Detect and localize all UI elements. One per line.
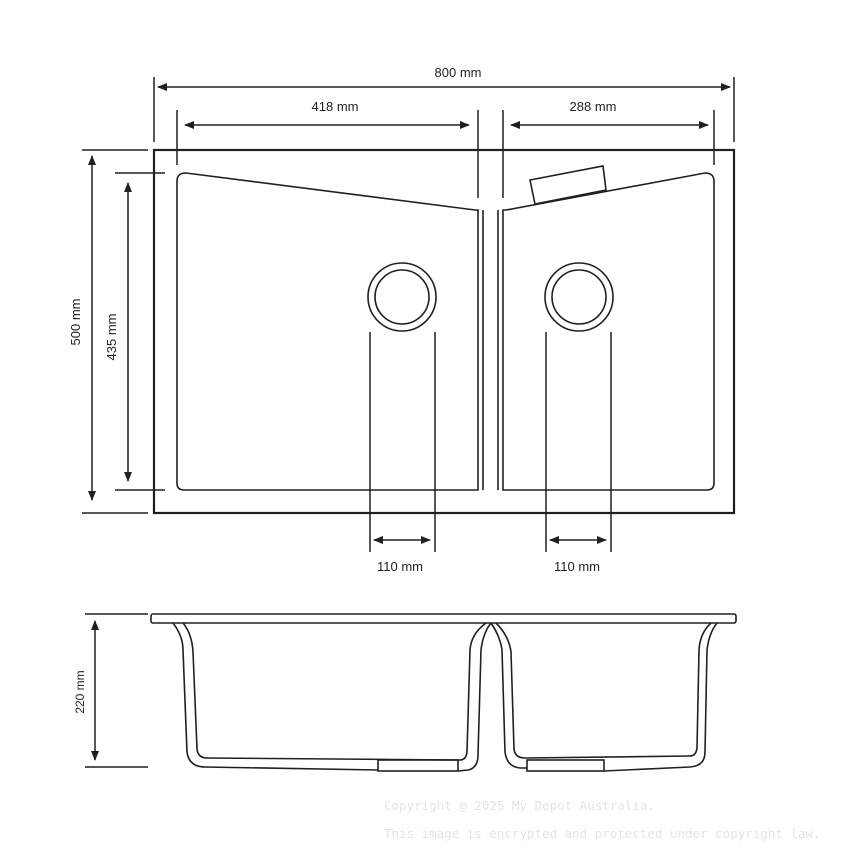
left-bowl-profile [172,622,492,772]
label-left-drain: 110 mm [377,559,423,574]
label-bowl-depth: 435 mm [104,314,119,361]
sink-rim [150,613,737,624]
dimension-left-bowl-width: 418 mm [176,99,479,198]
label-overall-width: 800 mm [435,65,482,80]
watermark-line-2: This image is encrypted and protected un… [384,826,821,841]
overflow-slot [529,165,607,205]
dimension-left-drain: 110 mm [369,332,436,574]
label-right-drain: 110 mm [554,559,600,574]
label-bowl-height: 220 mm [73,670,87,713]
side-view [150,613,737,772]
left-drain [367,262,437,332]
label-overall-depth: 500 mm [68,299,83,346]
right-drain-outlet [526,759,605,772]
dimension-overall-width: 800 mm [153,65,735,142]
dimension-right-drain: 110 mm [545,332,612,574]
right-bowl-profile [490,622,718,772]
watermark-line-1: Copyright @ 2025 My Depot Australia. [384,798,655,813]
dimension-right-bowl-width: 288 mm [502,99,715,198]
sink-outline [152,148,736,515]
label-left-bowl-width: 418 mm [312,99,359,114]
dimension-bowl-depth: 435 mm [104,172,165,491]
right-bowl [502,172,715,491]
top-view [152,148,736,515]
dimension-bowl-height: 220 mm [73,613,148,768]
label-right-bowl-width: 288 mm [570,99,617,114]
right-drain [544,262,614,332]
left-bowl [176,172,479,491]
left-drain-outlet [377,759,459,772]
dimension-overall-depth: 500 mm [68,149,148,514]
